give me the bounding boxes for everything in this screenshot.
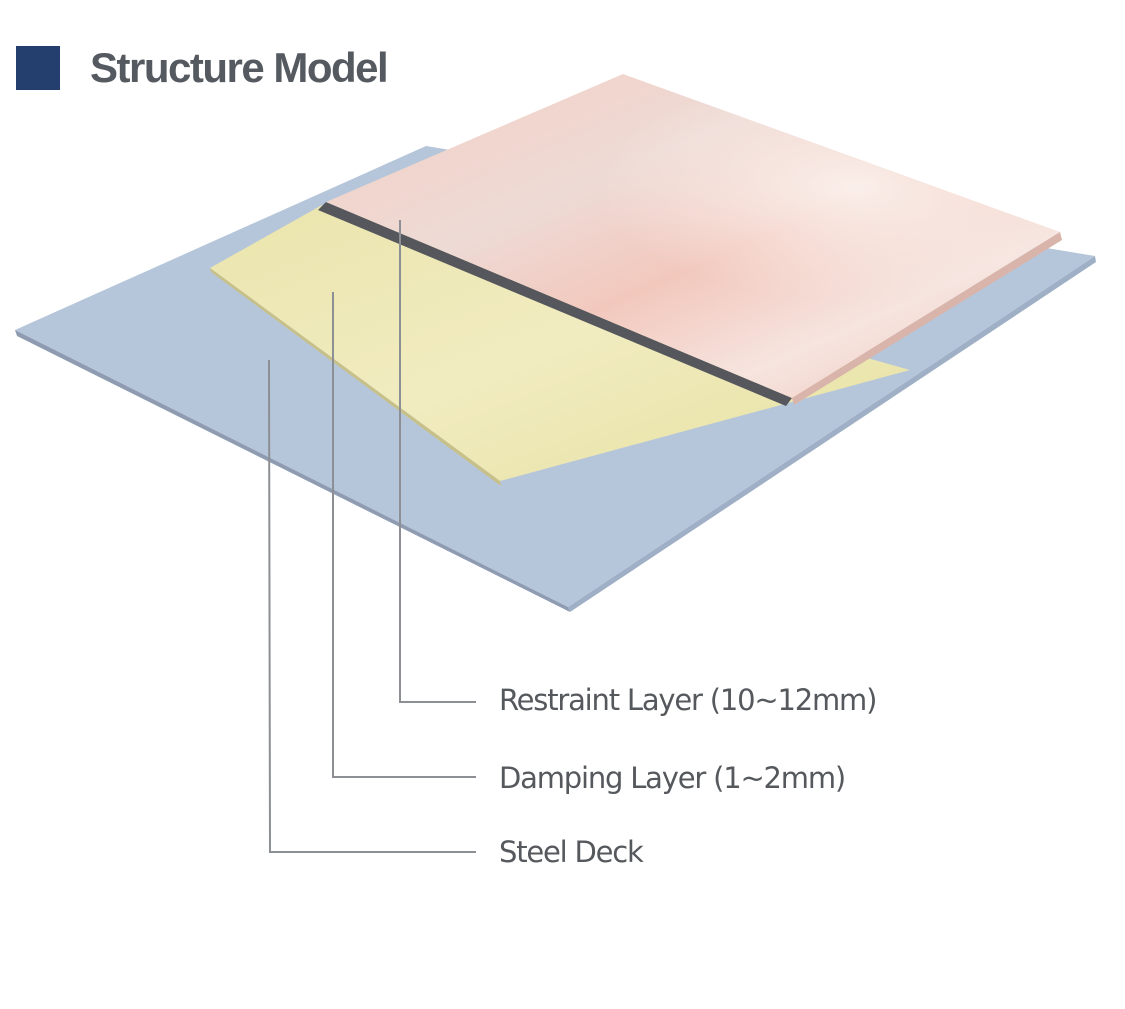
- page-title: Structure Model: [90, 44, 389, 91]
- steel-deck-edge-right: [568, 256, 1096, 612]
- header-square-icon: [16, 46, 60, 90]
- section-header: Structure Model: [16, 44, 389, 92]
- restraint-layer-label: Restraint Layer (10~12mm): [499, 683, 877, 717]
- damping-layer: [210, 205, 910, 486]
- damping-layer-label: Damping Layer (1~2mm): [499, 761, 846, 795]
- leader-lines: [268, 220, 476, 853]
- damping-leader-line: [332, 292, 476, 778]
- restraint-layer-groove: [318, 202, 792, 406]
- damping-layer-edge: [210, 268, 501, 486]
- restraint-layer: [318, 74, 1062, 406]
- steel-deck-label: Steel Deck: [499, 835, 644, 869]
- restraint-leader-line: [399, 220, 476, 703]
- damping-layer-shape: [210, 205, 910, 481]
- steel-leader-line: [268, 359, 476, 853]
- steel-deck-edge: [15, 330, 570, 612]
- restraint-layer-highlight: [326, 74, 1060, 398]
- restraint-layer-edge: [792, 232, 1062, 405]
